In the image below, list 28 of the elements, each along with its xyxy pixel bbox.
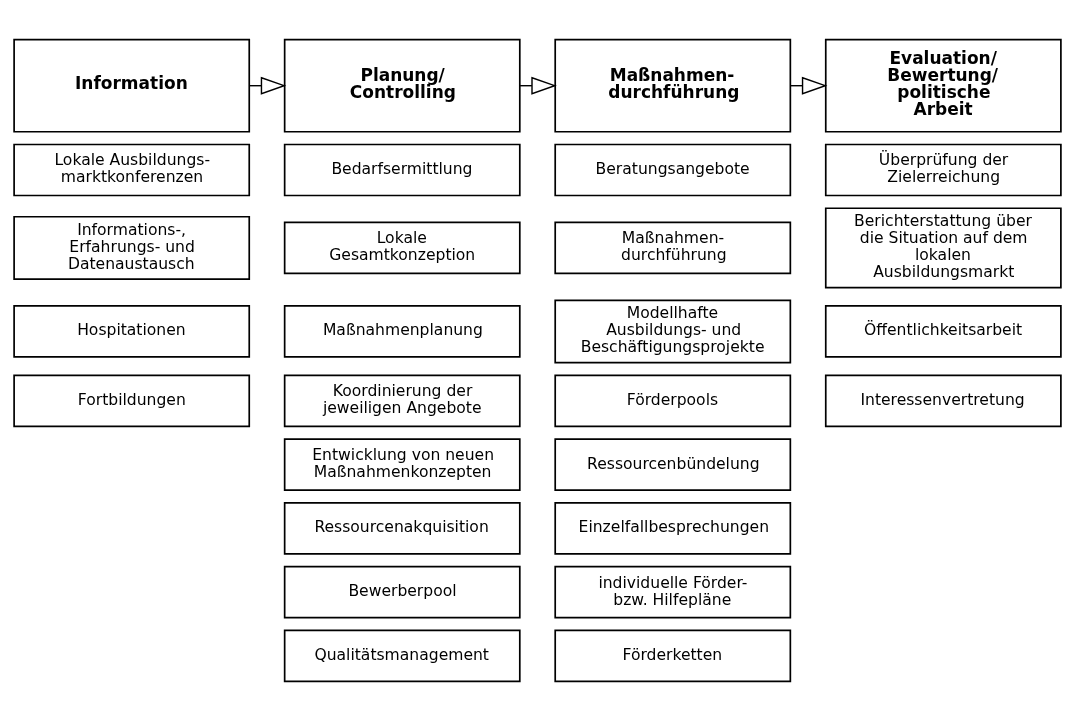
node-box: Berichterstattung über die Situation auf dem lokalen Ausbildungsmarkt bbox=[824, 206, 1062, 288]
node-box: Maßnahmen- durchführung bbox=[554, 38, 792, 133]
node-box: Evaluation/ Bewertung/ politische Arbeit bbox=[824, 38, 1062, 133]
node-box: Qualitätsmanagement bbox=[283, 629, 521, 682]
node-box: individuelle Förder- bzw. Hilfepläne bbox=[554, 565, 792, 618]
node-box: Koordinierung der jeweiligen Angebote bbox=[283, 374, 521, 427]
node-box: Planung/ Controlling bbox=[283, 38, 521, 133]
node-box: Fortbildungen bbox=[13, 374, 251, 427]
node-box: Ressourcenakquisition bbox=[283, 501, 521, 555]
node-box: Hospitationen bbox=[13, 304, 251, 358]
node-box: Information bbox=[13, 38, 251, 133]
node-box: Ressourcenbündelung bbox=[554, 437, 792, 491]
node-box: Modellhafte Ausbildungs- und Beschäftigungsprojekte bbox=[554, 298, 792, 363]
node-box: Bewerberpool bbox=[283, 565, 521, 618]
node-box: Interessenvertretung bbox=[824, 374, 1062, 427]
node-box: Maßnahmenplanung bbox=[283, 304, 521, 358]
node-box: Lokale Gesamtkonzeption bbox=[283, 221, 521, 274]
node-box: Lokale Ausbildungs- marktkonferenzen bbox=[13, 143, 251, 196]
node-box: Informations-, Erfahrungs- und Datenaustausch bbox=[13, 215, 251, 280]
node-box: Öffentlichkeitsarbeit bbox=[824, 304, 1062, 358]
node-box: Überprüfung der Zielerreichung bbox=[824, 143, 1062, 196]
node-box: Förderpools bbox=[554, 374, 792, 427]
node-box: Entwicklung von neuen Maßnahmenkonzepten bbox=[283, 437, 521, 491]
node-box: Maßnahmen- durchführung bbox=[554, 221, 792, 274]
node-box: Bedarfsermittlung bbox=[283, 143, 521, 196]
node-box: Förderketten bbox=[554, 629, 792, 682]
node-box: Beratungsangebote bbox=[554, 143, 792, 196]
node-box: Einzelfallbesprechungen bbox=[554, 501, 792, 555]
